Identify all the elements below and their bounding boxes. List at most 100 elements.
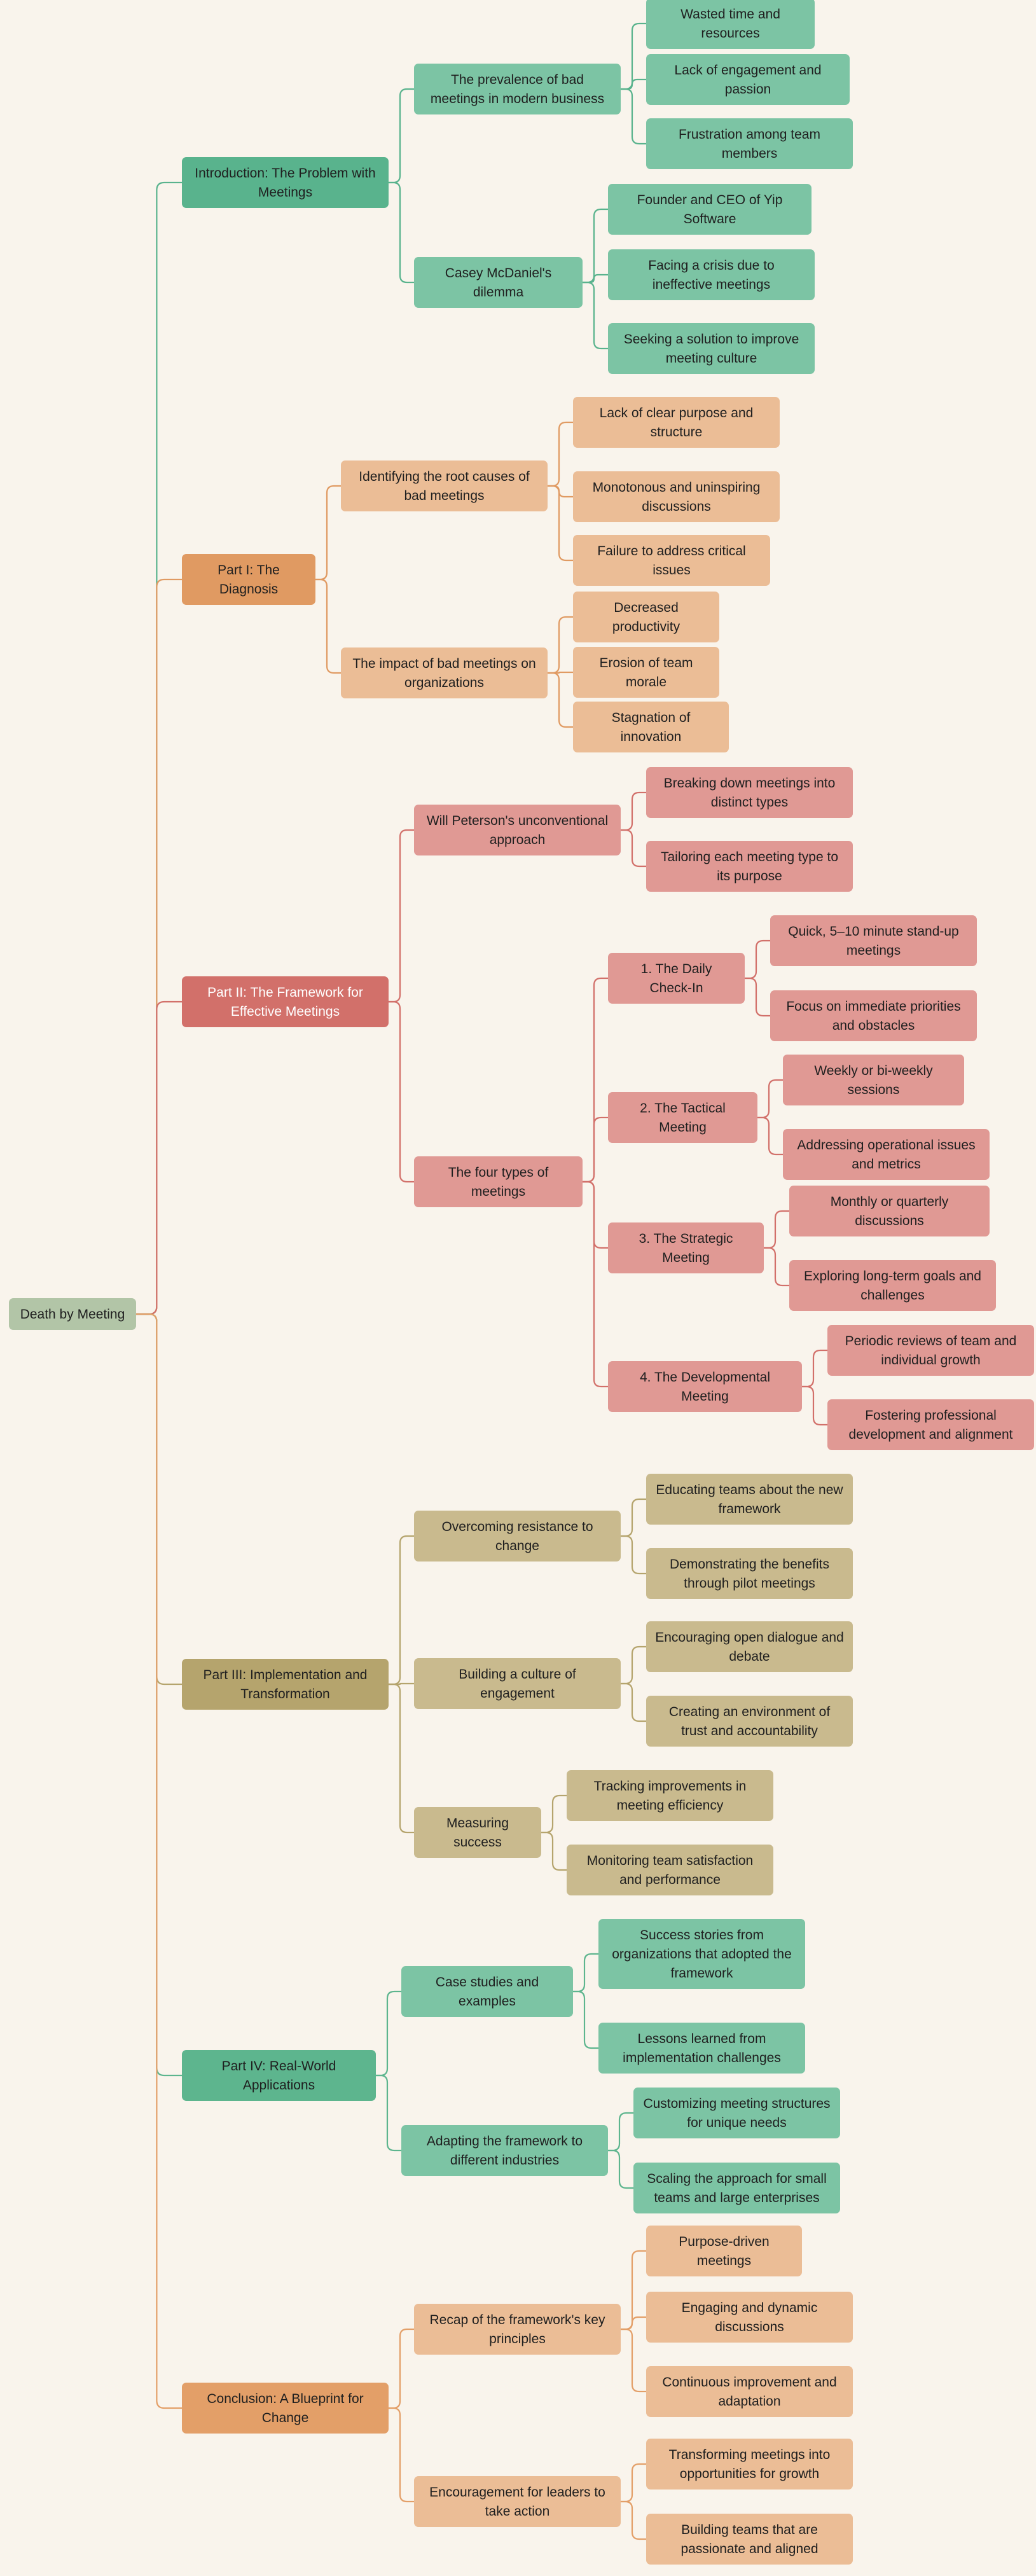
node-box [783,1129,990,1180]
node-box [608,1361,802,1412]
connector-line [583,281,608,350]
connector-line [136,181,182,1315]
connector-line [583,274,608,284]
connector-line [389,2407,414,2503]
connector-line [376,1990,401,2077]
node-box [646,1474,853,1525]
node-box [341,647,548,698]
connector-line [621,2500,646,2540]
node-box [414,1511,621,1562]
node-box [573,592,719,642]
connector-line [136,1313,182,1686]
node-box [646,841,853,892]
node-box [182,1659,389,1710]
connector-line [315,578,341,674]
connector-line [621,88,646,145]
connector-line [548,672,573,728]
connector-line [548,671,573,674]
node-box [341,460,548,511]
node-death-by-meeting[interactable]: Death by Meeting [9,1298,136,1330]
connector-line [621,1682,646,1722]
node-box [182,157,389,208]
node-box [770,990,977,1041]
connector-line [583,1116,608,1183]
connector-line [621,829,646,868]
connector-line [621,1645,646,1685]
connector-line [376,2074,401,2152]
connector-line [757,1079,783,1119]
